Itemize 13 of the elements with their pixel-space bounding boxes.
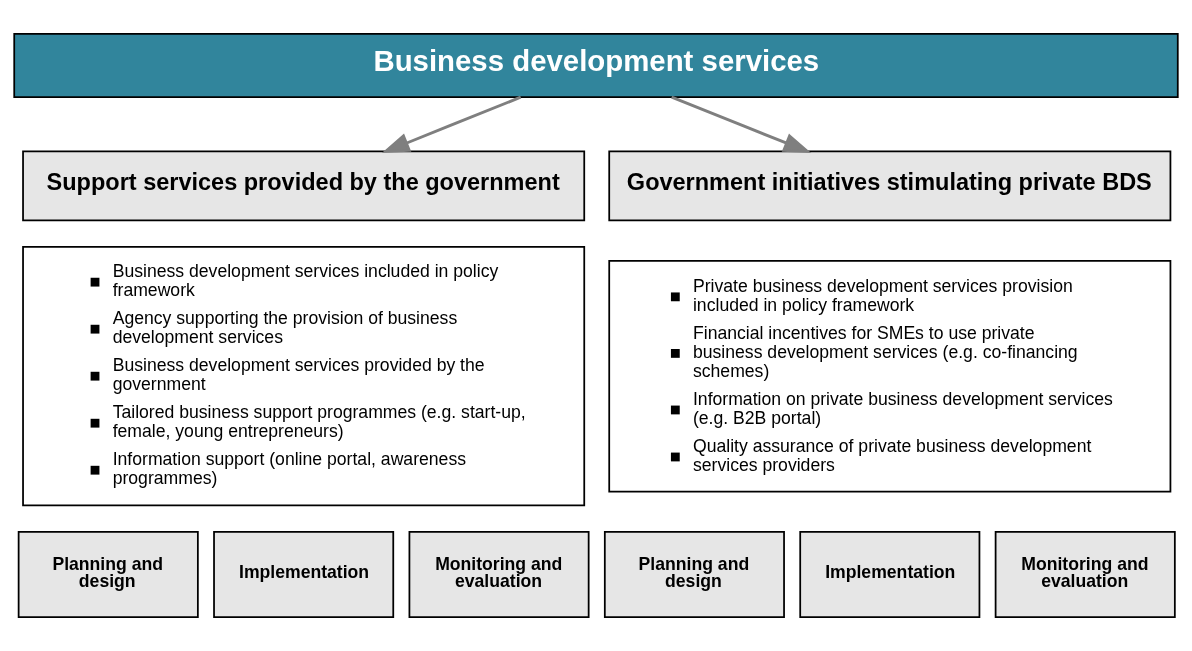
arrow bbox=[381, 95, 522, 154]
node-box: Implementation bbox=[213, 531, 395, 618]
node-box: Implementation bbox=[799, 531, 981, 618]
node-box: Business development services included in policy framework Agency supporting the provision of business development services Business development services provided by the government Tailored business support programmes (e.g. start-up, female, young entrepreneurs) Information support (online portal, awareness programmes) bbox=[22, 246, 586, 507]
node-box: Government initiatives stimulating private BDS bbox=[608, 150, 1172, 222]
node-box: Business development services bbox=[13, 33, 1179, 98]
node-box: Private business development services provision included in policy framework Financial incentives for SMEs to use private business development services (e.g. co-financing schemes) Information on private business development services (e.g. B2B portal) Quality assurance of private business development services providers bbox=[608, 260, 1172, 493]
arrow bbox=[671, 95, 812, 154]
node-box: Monitoring and evaluation bbox=[408, 531, 590, 618]
node-box: Planning and design bbox=[17, 531, 199, 618]
node-box: Monitoring and evaluation bbox=[994, 531, 1176, 618]
node-box: Planning and design bbox=[603, 531, 785, 618]
node-box: Support services provided by the government bbox=[22, 150, 586, 222]
